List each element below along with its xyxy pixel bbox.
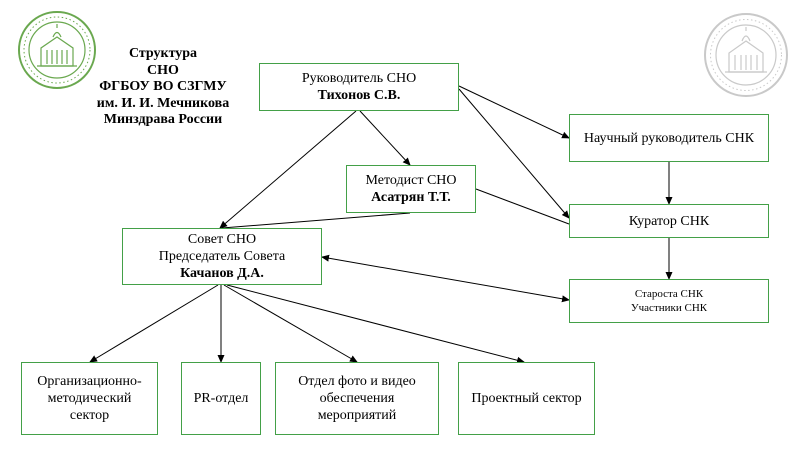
- node-person-name: Тихонов С.В.: [317, 88, 401, 103]
- university-emblem-watermark-icon: [703, 12, 789, 98]
- node-role: Староста СНК: [634, 288, 704, 300]
- node-person-name: Качанов Д.А.: [180, 266, 264, 281]
- node-role: Совет СНО: [187, 232, 257, 247]
- node-label: методический: [47, 391, 132, 406]
- node-person-name: Асатрян Т.Т.: [371, 190, 451, 205]
- title-line: Структура: [128, 46, 198, 61]
- node-role: Методист СНО: [365, 173, 457, 188]
- arrow-head-to-council: [219, 110, 357, 229]
- arrow-council-members-bidirectional: [321, 254, 570, 303]
- node-project-sector: Проектный сектор: [458, 362, 595, 435]
- arrow-head-to-curator: [458, 88, 570, 219]
- node-org-method-sector: Организационно- методический сектор: [21, 362, 158, 435]
- node-label: Организационно-: [37, 374, 142, 389]
- arrow-head-to-science-lead: [458, 85, 570, 139]
- arrow-council-to-org-method: [89, 284, 219, 363]
- title-line: им. И. И. Мечникова: [96, 95, 230, 111]
- node-label: Куратор СНК: [628, 213, 710, 229]
- node-pr-department: PR-отдел: [181, 362, 261, 435]
- title-line: Минздрава России: [103, 112, 223, 127]
- node-head-sno: Руководитель СНО Тихонов С.В.: [259, 63, 459, 111]
- node-label: обеспечения: [319, 391, 395, 406]
- node-curator-snk: Куратор СНК: [569, 204, 769, 238]
- arrow-head-to-methodist: [359, 110, 411, 166]
- node-science-lead-snk: Научный руководитель СНК: [569, 114, 769, 162]
- node-photo-video-department: Отдел фото и видео обеспечения мероприят…: [275, 362, 439, 435]
- arrow-council-to-photo-video: [223, 284, 358, 363]
- university-emblem-icon: [17, 10, 97, 90]
- title-line: ФГБОУ ВО СЗГМУ: [99, 79, 227, 94]
- structure-title: Структура СНО ФГБОУ ВО СЗГМУ им. И. И. М…: [68, 46, 258, 129]
- node-role: Руководитель СНО: [301, 71, 417, 86]
- node-role: Участники СНК: [630, 302, 708, 314]
- node-label: мероприятий: [317, 408, 397, 423]
- node-label: PR-отдел: [193, 391, 249, 406]
- node-label: Отдел фото и видео: [298, 374, 416, 389]
- line-methodist-to-curator: [475, 188, 570, 225]
- node-methodist-sno: Методист СНО Асатрян Т.Т.: [346, 165, 476, 213]
- node-members-snk: Староста СНК Участники СНК: [569, 279, 769, 323]
- node-label: сектор: [69, 408, 110, 423]
- node-council-sno: Совет СНО Председатель Совета Качанов Д.…: [122, 228, 322, 285]
- node-label: Проектный сектор: [471, 391, 582, 406]
- node-role: Председатель Совета: [158, 249, 286, 264]
- title-line: СНО: [147, 62, 179, 78]
- line-methodist-to-council: [221, 212, 411, 229]
- node-label: Научный руководитель СНК: [583, 130, 755, 146]
- arrow-council-to-project: [226, 284, 525, 364]
